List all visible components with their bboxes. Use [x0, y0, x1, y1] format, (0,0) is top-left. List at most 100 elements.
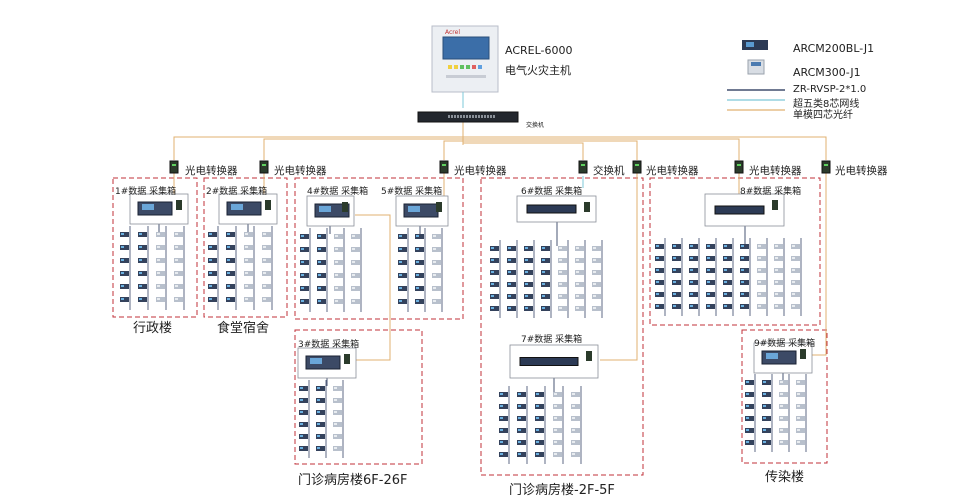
core-switch-label: 交换机	[526, 122, 545, 129]
device-icon	[723, 268, 732, 273]
device-icon	[672, 268, 681, 273]
device-screen	[508, 283, 511, 285]
device-icon	[490, 282, 499, 287]
device-icon	[138, 232, 147, 237]
device-screen	[741, 257, 744, 259]
device-screen	[335, 235, 338, 237]
device-icon	[262, 232, 271, 237]
device-icon	[774, 292, 783, 297]
device-screen	[746, 441, 749, 443]
device-icon	[740, 292, 749, 297]
zone-admin	[112, 177, 198, 318]
device-screen	[433, 235, 436, 237]
device-screen	[121, 246, 124, 248]
device-screen	[763, 381, 766, 383]
device-icon	[316, 434, 325, 439]
converter-label-2: 光电转换器	[274, 165, 327, 177]
device-icon	[174, 232, 183, 237]
device-icon	[432, 260, 441, 265]
device-icon	[723, 244, 732, 249]
device-screen	[775, 305, 778, 307]
device-icon	[334, 273, 343, 278]
device-screen	[554, 417, 557, 419]
device-screen	[334, 411, 337, 413]
converter-led	[581, 164, 585, 166]
host-brand-text: Acrel	[445, 29, 460, 36]
core-switch-port	[487, 115, 489, 118]
device-screen	[741, 269, 744, 271]
device-screen	[500, 417, 503, 419]
device-screen	[724, 305, 727, 307]
fiber-link	[443, 140, 463, 160]
converter-icon	[734, 160, 744, 174]
box-label-1: 1#数据 采集箱	[115, 187, 177, 197]
device-icon	[723, 304, 732, 309]
device-icon	[535, 440, 544, 445]
converter-label-5: 光电转换器	[646, 165, 699, 177]
device-screen	[263, 272, 266, 274]
box-label-3: 3#数据 采集箱	[298, 340, 360, 350]
device-icon	[398, 273, 407, 278]
device-screen	[656, 245, 659, 247]
device-screen	[690, 269, 693, 271]
device-icon	[262, 297, 271, 302]
device-screen	[227, 285, 230, 287]
device-icon	[575, 258, 584, 263]
device-screen	[559, 271, 562, 273]
device-screen	[508, 271, 511, 273]
device-icon	[174, 271, 183, 276]
device-screen	[416, 300, 419, 302]
box-label-4: 4#数据 采集箱	[307, 187, 369, 197]
device-icon	[571, 392, 580, 397]
device-icon	[762, 416, 771, 421]
device-screen	[775, 257, 778, 259]
converter-led	[262, 164, 266, 166]
device-screen	[301, 261, 304, 263]
device-screen	[334, 399, 337, 401]
device-screen	[780, 417, 783, 419]
device-icon	[553, 404, 562, 409]
device-icon	[689, 244, 698, 249]
device-screen	[559, 295, 562, 297]
device-screen	[763, 441, 766, 443]
device-icon	[351, 273, 360, 278]
device-screen	[763, 393, 766, 395]
device-icon	[138, 258, 147, 263]
device-icon	[398, 286, 407, 291]
device-screen	[673, 281, 676, 283]
device-screen	[500, 393, 503, 395]
device-icon	[655, 244, 664, 249]
converter-icon	[169, 160, 179, 174]
device-screen	[525, 283, 528, 285]
device-icon	[351, 299, 360, 304]
device-icon	[432, 273, 441, 278]
converter-icon	[632, 160, 642, 174]
device-screen	[559, 259, 562, 261]
device-icon	[689, 304, 698, 309]
device-screen	[741, 293, 744, 295]
device-icon	[138, 271, 147, 276]
device-icon	[762, 440, 771, 445]
device-icon	[672, 256, 681, 261]
device-screen	[317, 411, 320, 413]
legend-device-1-icon	[742, 40, 768, 50]
device-icon	[517, 392, 526, 397]
device-screen	[399, 274, 402, 276]
converter-led	[172, 164, 176, 166]
device-icon	[541, 306, 550, 311]
device-screen	[572, 405, 575, 407]
device-screen	[673, 257, 676, 259]
device-icon	[432, 247, 441, 252]
host-vent	[446, 75, 486, 78]
fiber-link	[463, 138, 740, 160]
device-screen	[797, 405, 800, 407]
device-icon	[244, 245, 253, 250]
device-screen	[572, 453, 575, 455]
building-label-infectious: 传染楼	[765, 470, 805, 485]
device-screen	[335, 274, 338, 276]
device-screen	[227, 246, 230, 248]
converter-to-box-link	[600, 173, 638, 361]
device-icon	[672, 292, 681, 297]
device-icon	[571, 440, 580, 445]
